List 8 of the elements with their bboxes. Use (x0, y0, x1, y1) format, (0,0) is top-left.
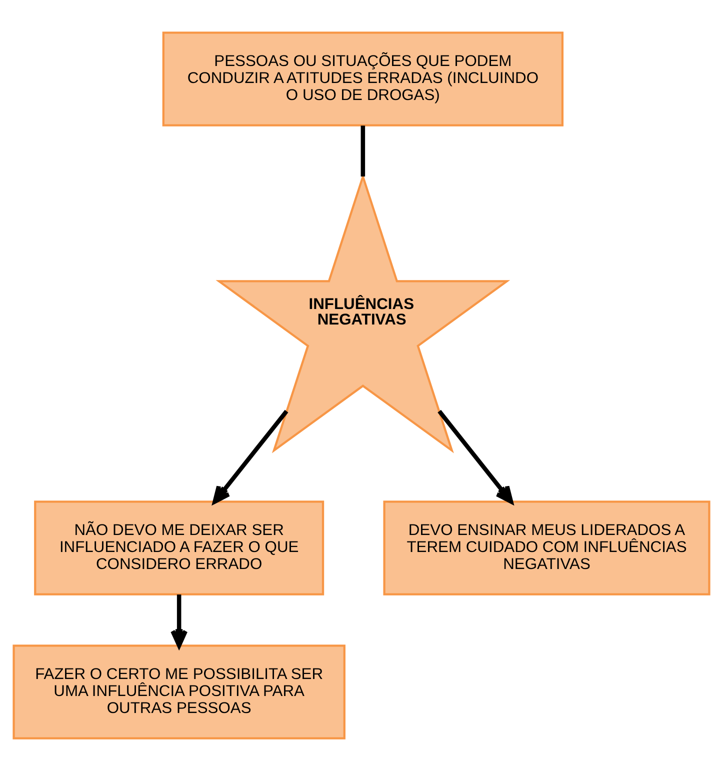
connector (360, 126, 366, 176)
node-box: PESSOAS OU SITUAÇÕES QUE PODEM CONDUZIR A ATITUDES ERRADAS (INCLUINDO O USO DE DROGAS) (162, 32, 564, 126)
node-box: DEVO ENSINAR MEUS LIDERADOS A TEREM CUIDADO COM INFLUÊNCIAS NEGATIVAS (383, 500, 710, 596)
arrow (212, 410, 288, 504)
arrow (438, 410, 514, 504)
arrow (170, 594, 188, 648)
node-box: FAZER O CERTO ME POSSIBILITA SER UMA INFLUÊNCIA POSITIVA PARA OUTRAS PESSOAS (12, 644, 346, 740)
node-box: NÃO DEVO ME DEIXAR SER INFLUENCIADO A FAZER O QUE CONSIDERO ERRADO (34, 500, 324, 596)
